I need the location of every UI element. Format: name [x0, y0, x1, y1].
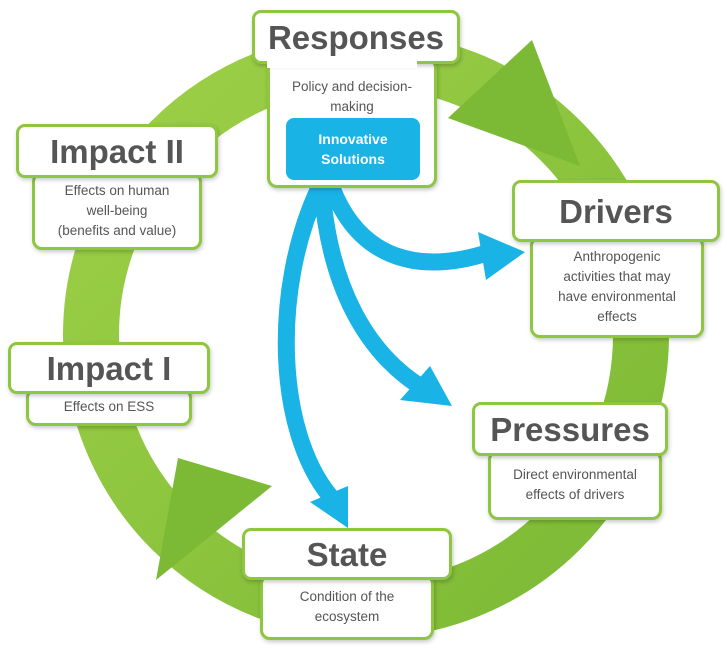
pressures-title: Pressures — [490, 410, 650, 448]
arrowhead-drivers — [478, 232, 525, 280]
responses-desc-line-2: making — [330, 99, 374, 114]
node-drivers: Drivers Anthropogenic activities that ma… — [512, 180, 720, 338]
arrow-to-pressures — [313, 181, 427, 394]
solution-arrows — [277, 179, 499, 505]
arrowhead-state — [310, 486, 348, 528]
node-impact-2: Impact II Effects on human well-being (b… — [16, 124, 218, 250]
pressures-desc-line-2: effects of drivers — [525, 487, 625, 502]
ring-arrowhead-top-right — [448, 40, 580, 166]
impact-1-title: Impact I — [46, 349, 172, 387]
impact-2-desc-line-3: (benefits and value) — [57, 223, 177, 238]
ring-arrowhead-bottom-left — [156, 458, 272, 580]
state-desc-line-2: ecosystem — [314, 609, 380, 624]
drivers-title: Drivers — [559, 192, 673, 230]
impact-2-desc-line-1: Effects on human — [64, 183, 170, 198]
impact-2-title: Impact II — [50, 132, 184, 170]
responses-title: Responses — [267, 18, 445, 56]
solutions-line-2: Solutions — [321, 151, 385, 167]
state-title: State — [306, 535, 388, 573]
node-impact-1: Impact I Effects on ESS — [8, 342, 210, 426]
drivers-desc-line-4: effects — [597, 309, 637, 324]
arrowhead-pressures — [400, 366, 452, 406]
arrow-to-drivers — [323, 179, 499, 271]
arrow-to-state — [277, 181, 339, 505]
impact-1-desc-line-1: Effects on ESS — [63, 399, 155, 414]
innovative-solutions-badge: Innovative Solutions — [286, 118, 420, 180]
state-desc-line-1: Condition of the — [299, 589, 395, 604]
node-pressures: Pressures Direct environmental effects o… — [472, 402, 668, 520]
drivers-desc-line-1: Anthropogenic — [573, 249, 661, 264]
drivers-desc-line-3: have environmental — [558, 289, 676, 304]
impact-2-desc-line-2: well-being — [86, 203, 148, 218]
responses-desc-line-1: Policy and decision- — [291, 79, 413, 94]
node-state: State Condition of the ecosystem — [242, 528, 452, 640]
drivers-desc-line-2: activities that may — [563, 269, 671, 284]
solutions-line-1: Innovative — [318, 131, 388, 147]
pressures-desc-line-1: Direct environmental — [513, 467, 637, 482]
